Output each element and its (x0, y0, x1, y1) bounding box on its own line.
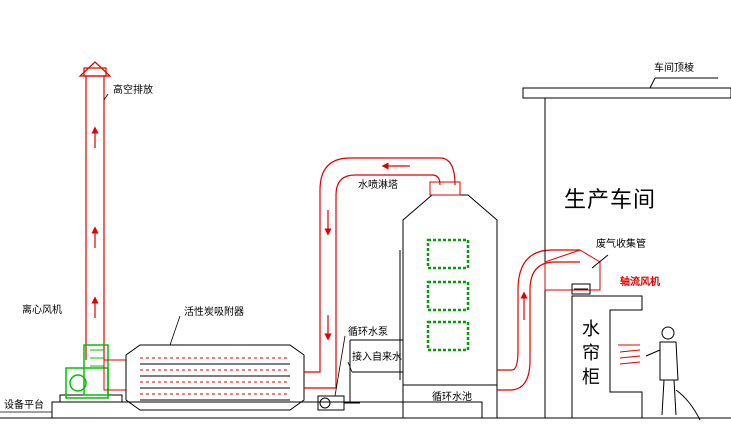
spray-tower-label: 水喷淋塔 (358, 181, 398, 191)
spray-tower (403, 182, 497, 418)
circulation-pool-label: 循环水池 (432, 393, 472, 403)
worker-figure (646, 327, 700, 420)
gas-collection-hood (545, 250, 608, 294)
circulation-pump-label: 循环水泵 (348, 328, 388, 338)
centrifugal-fan (66, 345, 126, 398)
workshop-roof-label: 车间顶棱 (654, 64, 694, 74)
exhaust-stack (80, 62, 110, 360)
workshop-label: 生产车间 (564, 190, 656, 212)
tap-water-label: 接入自来水 (352, 353, 402, 363)
carbon-adsorber (126, 345, 304, 410)
platform-label: 设备平台 (4, 401, 44, 411)
centrifugal-fan-label: 离心风机 (22, 306, 62, 316)
inlet-duct (497, 250, 580, 390)
equipment-platform (52, 395, 482, 418)
gas-hood-label: 废气收集管 (596, 240, 646, 250)
axial-fan-label: 轴流风机 (620, 278, 660, 288)
stack-label: 高空排放 (113, 86, 153, 96)
water-curtain-label: 水帘柜 (580, 318, 602, 390)
carbon-adsorber-label: 活性炭吸附器 (184, 308, 244, 318)
